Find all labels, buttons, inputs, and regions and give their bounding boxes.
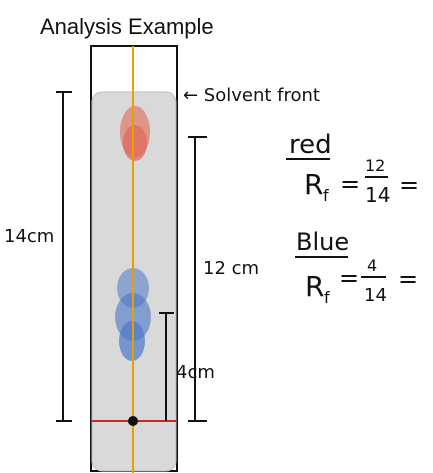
measurement-12cm-label: 12 cm [203, 258, 259, 279]
measurement-14cm: 14cm [4, 91, 72, 422]
origin-dot [128, 416, 138, 426]
diagram-title: Analysis Example [40, 14, 214, 39]
measurement-14cm-label: 14cm [4, 226, 54, 247]
rf-blue-trailing-equals: = [398, 265, 418, 293]
measurement-4cm-label: 4cm [176, 362, 215, 383]
rf-red-symbol: R [304, 168, 323, 201]
rf-blue-equals: = [339, 264, 359, 292]
rf-red-denominator: 14 [365, 183, 390, 207]
rf-red-trailing-equals: = [399, 171, 419, 199]
rf-red-subscript: f [323, 186, 329, 205]
rf-equation-blue: Blue R f = 4 14 = [295, 228, 418, 307]
rf-equation-red: red R f = 12 14 = [286, 130, 419, 207]
rf-red-title: red [289, 130, 332, 160]
rf-red-equals: = [340, 170, 360, 198]
red-spot [120, 106, 150, 161]
solvent-front-label: ← Solvent front [183, 85, 320, 106]
rf-blue-symbol: R [305, 270, 324, 303]
rf-red-numerator: 12 [365, 156, 385, 175]
rf-blue-subscript: f [324, 288, 330, 307]
measurement-12cm: 12 cm [188, 136, 259, 422]
measurement-4cm: 4cm [159, 312, 215, 421]
rf-blue-title: Blue [296, 228, 349, 256]
rf-blue-denominator: 14 [364, 285, 387, 306]
rf-blue-numerator: 4 [367, 256, 377, 275]
red-spot-inner [123, 125, 147, 161]
